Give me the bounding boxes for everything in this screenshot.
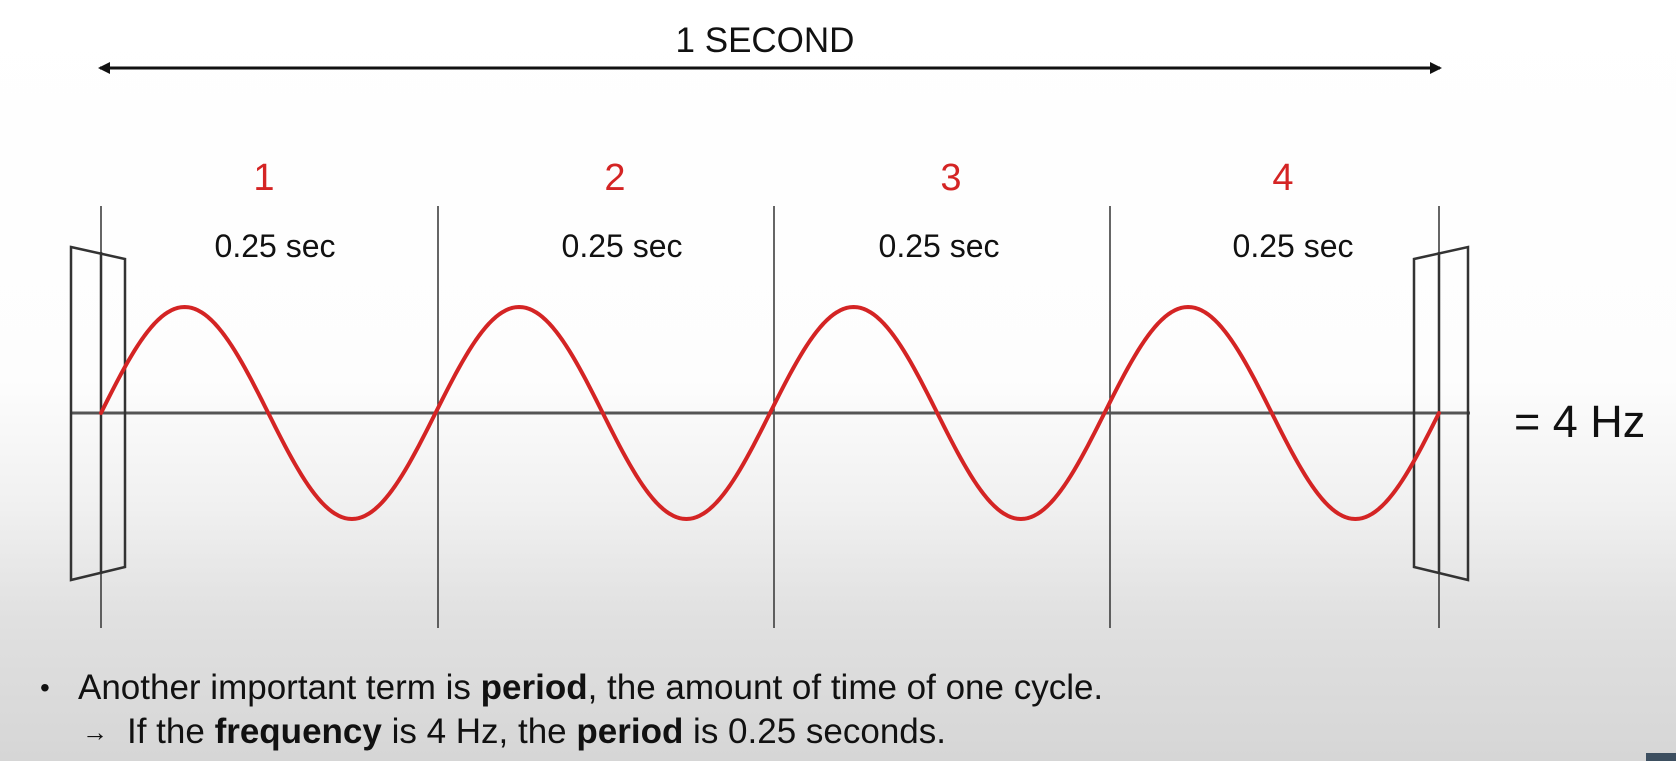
bullet-text: , the amount of time of one cycle. [587, 668, 1104, 707]
bullet-list: •Another important term is period, the a… [40, 666, 1103, 754]
sub-bullet-text: is 4 Hz, the [381, 712, 577, 751]
cycle-number-4: 4 [1272, 157, 1293, 199]
bullet-dot: • [40, 672, 50, 703]
sub-bullet-text: is 0.25 seconds. [683, 712, 946, 751]
sub-bullet-term-frequency: frequency [214, 712, 382, 751]
sub-bullet-term-period: period [576, 712, 684, 751]
sub-bullet-text: If the [127, 712, 215, 751]
right-arrow-icon: → [82, 717, 108, 747]
bullet-item: • Another important term is period, the a… [40, 666, 1103, 710]
corner-mark [1646, 753, 1676, 761]
cycle-number-2: 2 [604, 157, 625, 199]
cycle-duration-1: 0.25 sec [215, 228, 336, 264]
cycle-duration-3: 0.25 sec [879, 228, 1000, 264]
wave-diagram: 1 SECOND 1 2 3 4 0.25 sec 0.25 sec 0.25 … [69, 21, 1645, 628]
cycle-duration-2: 0.25 sec [562, 228, 683, 264]
cycle-number-3: 3 [940, 157, 961, 199]
cycle-number-1: 1 [253, 157, 274, 199]
bullet-term-period: period [480, 668, 588, 707]
frequency-result: = 4 Hz [1514, 396, 1645, 447]
sub-bullet-item: → If the frequency is 4 Hz, the period is… [40, 710, 1103, 754]
cycle-duration-4: 0.25 sec [1233, 228, 1354, 264]
bullet-text: Another important term is [78, 668, 481, 707]
span-label: 1 SECOND [676, 21, 855, 60]
sine-wave [99, 305, 1441, 521]
